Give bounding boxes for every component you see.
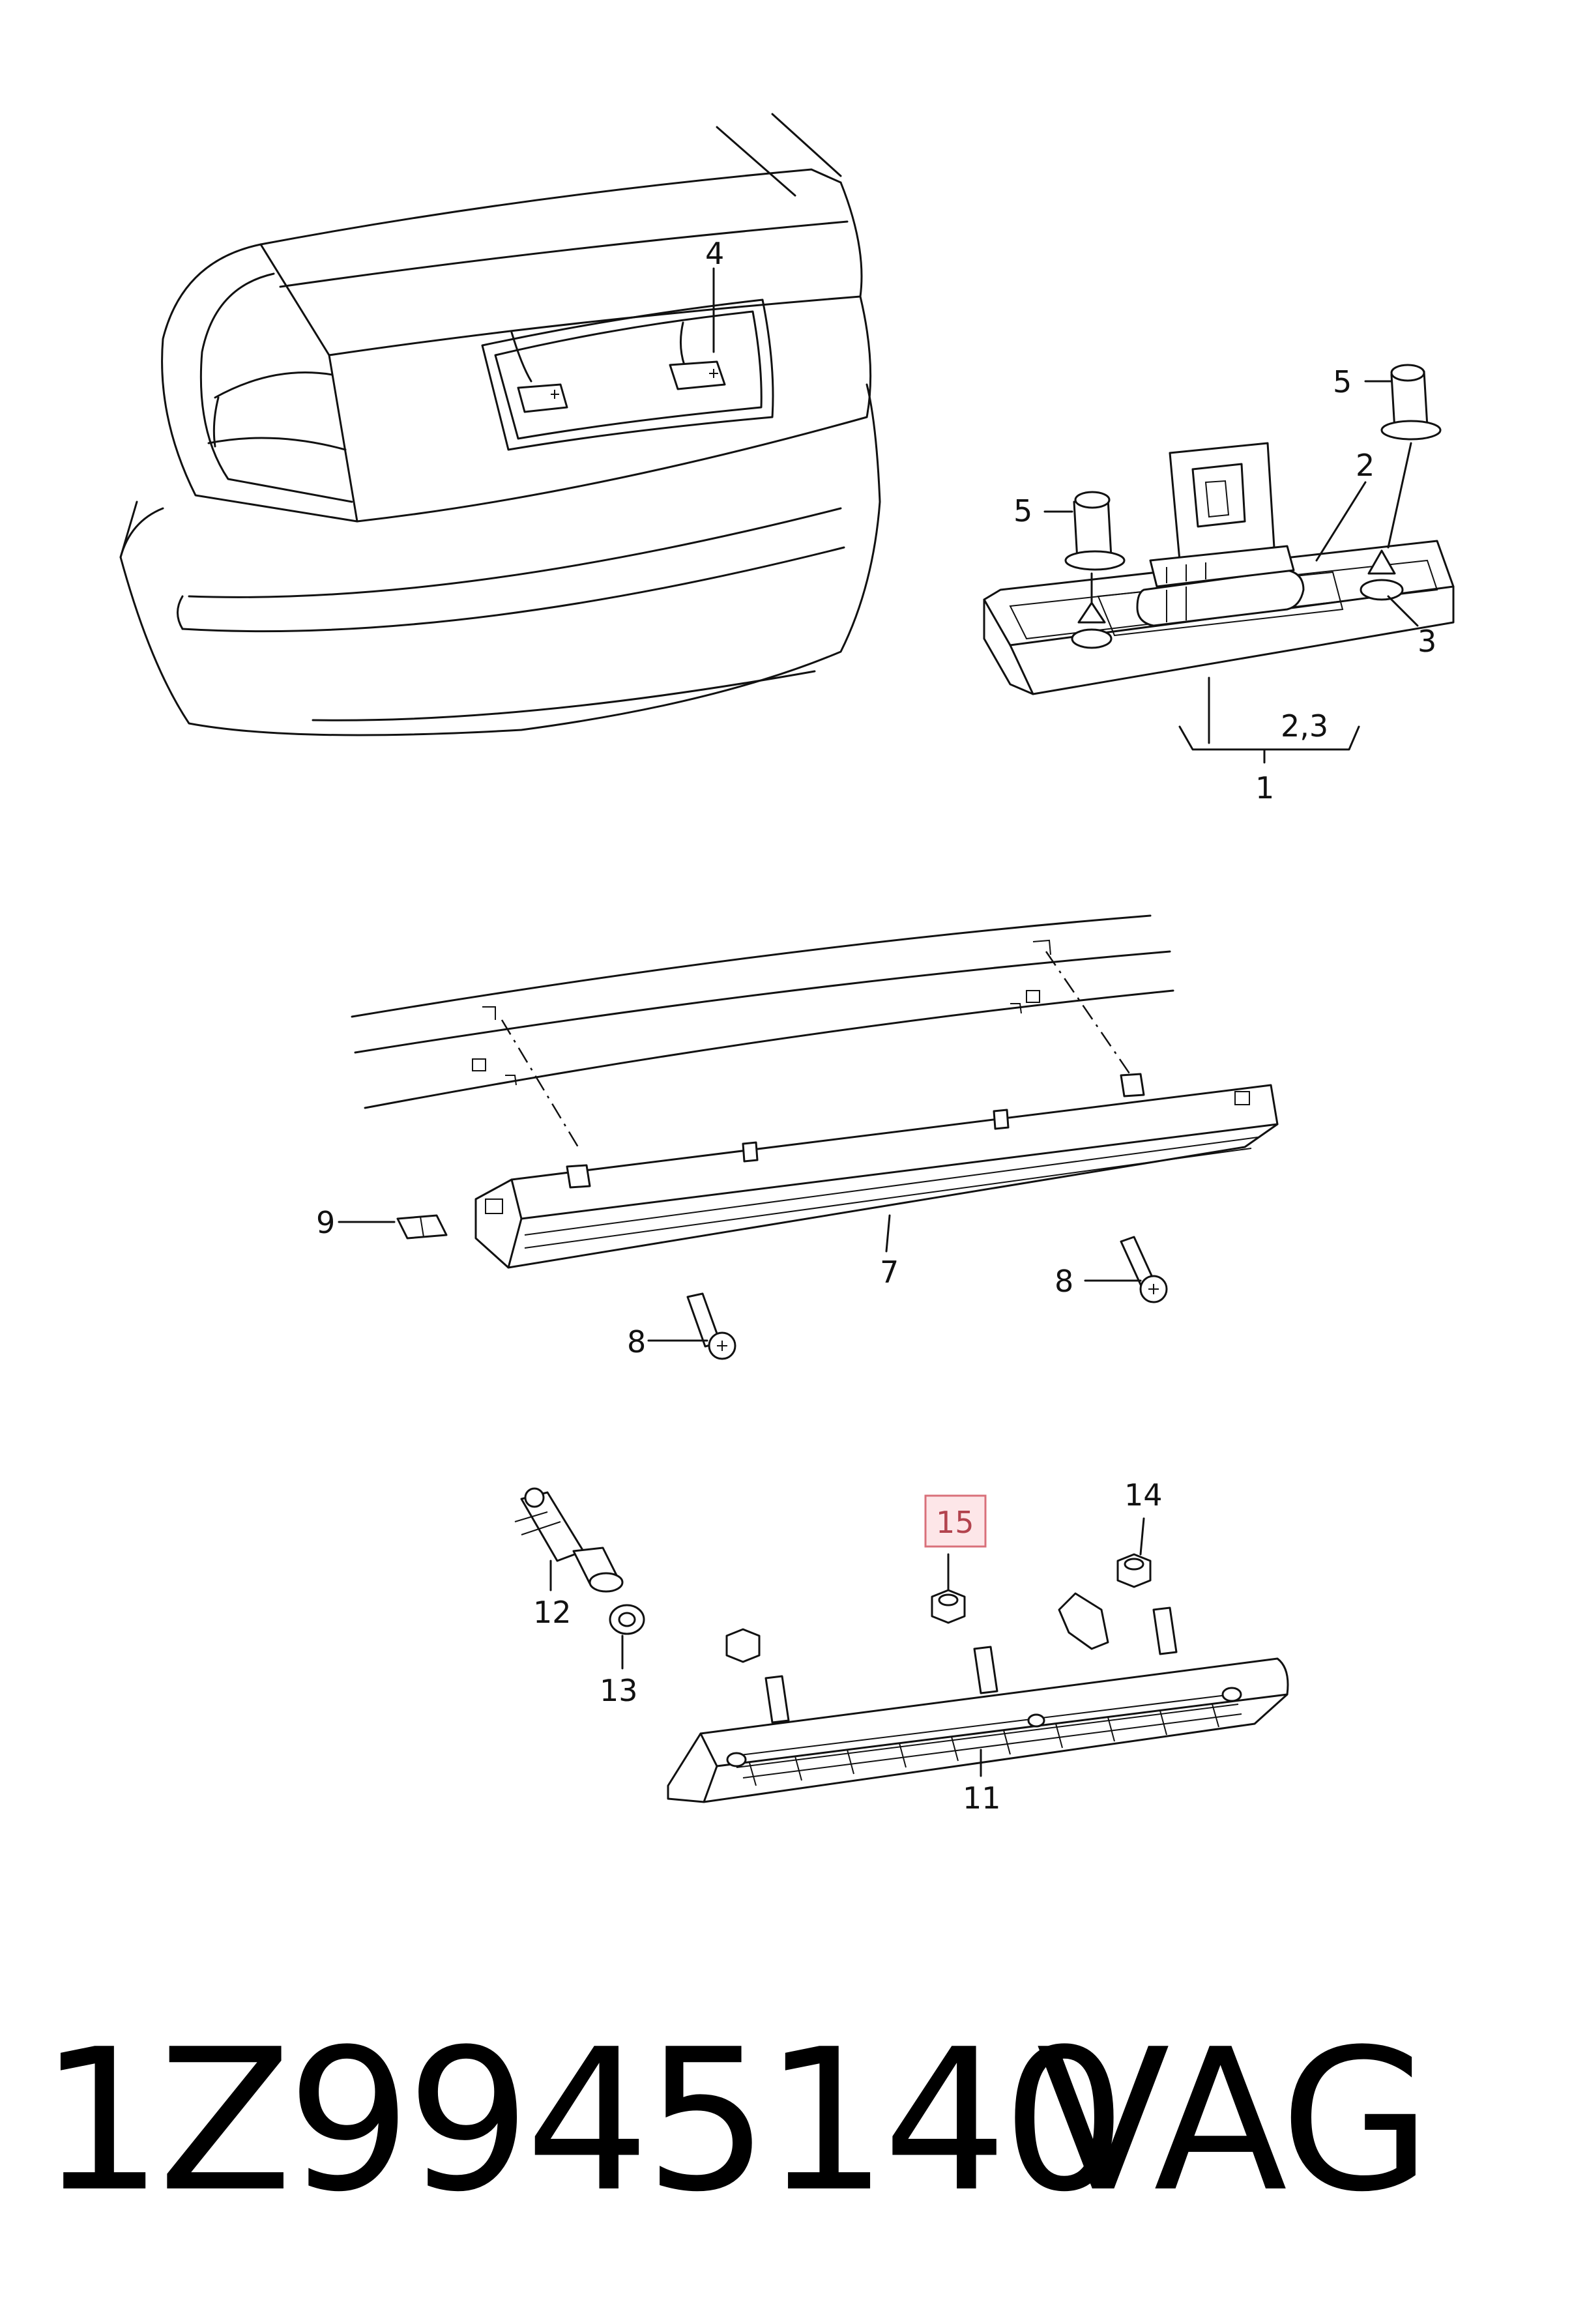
car-rear-illustration [119,113,881,736]
brake-light-bar-illustration [338,914,1279,1360]
callout-5-right: 5 [1333,364,1352,399]
callout-11: 11 [963,1780,1001,1816]
brake-light-assembly-illustration [514,1487,1289,1803]
callout-9: 9 [316,1205,335,1240]
callout-15-highlight [924,1494,987,1548]
callout-8-left: 8 [627,1324,646,1359]
callout-1: 1 [1255,770,1274,806]
callout-2: 2 [1356,448,1375,483]
callout-7: 7 [880,1255,899,1290]
license-plate-light-illustration [983,364,1455,764]
brand-name: VAG [1036,2007,1431,2235]
callout-3: 3 [1418,624,1436,659]
callout-2-3: 2,3 [1281,708,1328,744]
callout-13: 13 [600,1673,638,1708]
part-number: 1Z9945140 [39,2007,1126,2235]
callout-8-right: 8 [1055,1264,1073,1299]
callout-12: 12 [533,1595,572,1630]
callout-5-left: 5 [1013,493,1032,529]
callout-15: 15 [936,1505,974,1540]
callout-14: 14 [1124,1477,1163,1513]
callout-4: 4 [705,236,724,271]
